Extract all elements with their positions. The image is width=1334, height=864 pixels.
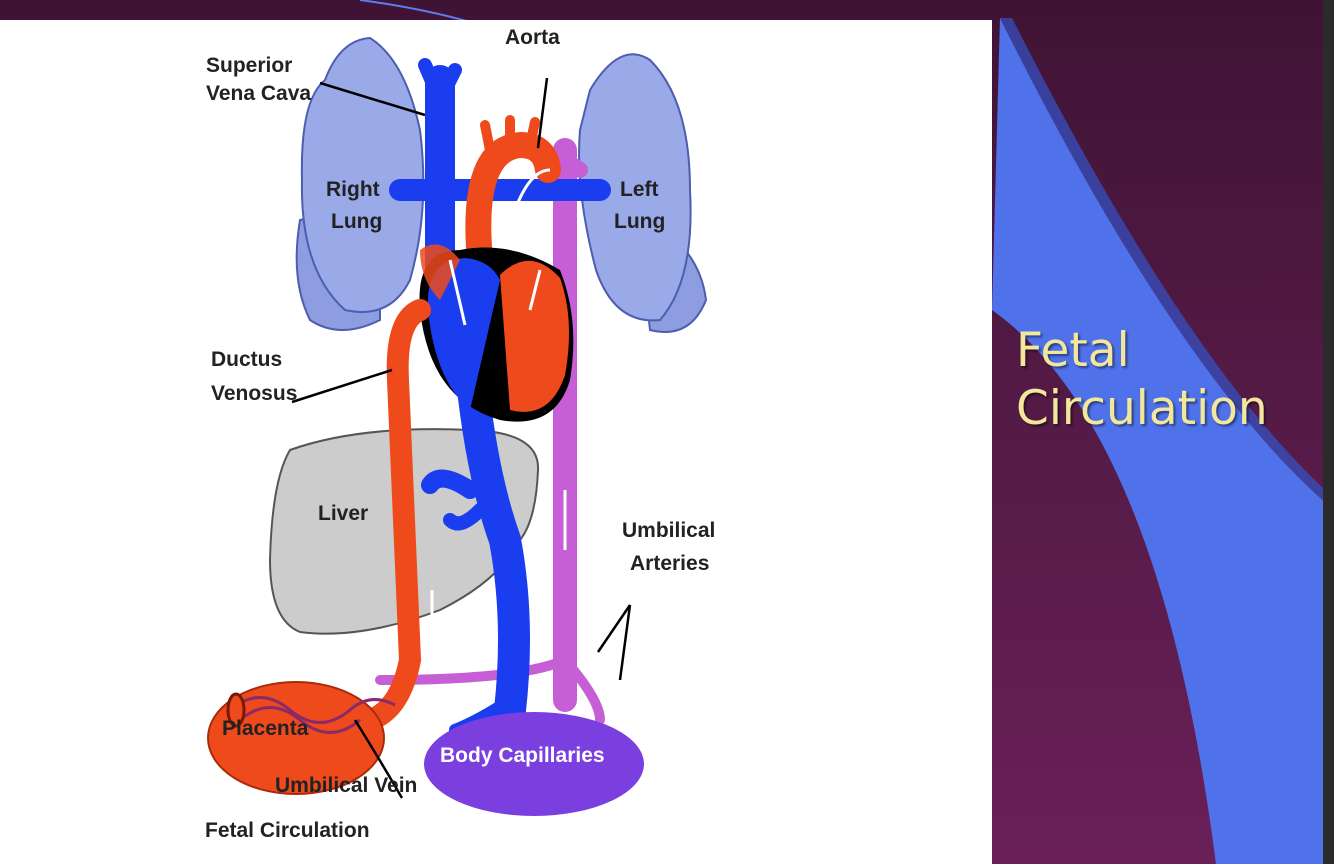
label-liver: Liver [318,502,368,525]
label-umbilical-arteries-2: Arteries [630,552,709,575]
slide-title-line-1: Fetal [1016,323,1130,378]
label-right-lung-2: Lung [331,210,382,233]
diagram-caption: Fetal Circulation [205,819,370,842]
label-body-capillaries: Body Capillaries [440,744,605,767]
leader-lines [291,77,632,799]
left-lung [578,53,708,333]
slide-title: Fetal Circulation [1016,322,1326,438]
flow-arrows [429,168,567,618]
label-left-lung-2: Lung [614,210,665,233]
label-umbilical-arteries-1: Umbilical [622,519,715,542]
label-left-lung-1: Left [620,178,659,201]
label-ductus-venosus-2: Venosus [211,382,297,405]
label-placenta: Placenta [222,717,309,740]
aorta [465,115,561,273]
placenta [207,681,385,795]
body-capillaries [424,712,644,816]
label-superior-vena-cava-2: Vena Cava [206,82,311,105]
label-aorta: Aorta [505,26,560,49]
label-umbilical-vein: Umbilical Vein [275,774,417,797]
umbilical-cord [226,692,396,734]
label-right-lung-1: Right [326,178,380,201]
label-ductus-venosus-1: Ductus [211,348,282,371]
slide-title-line-2: Circulation [1016,381,1268,436]
label-superior-vena-cava-1: Superior [206,54,292,77]
fetal-circulation-diagram: Superior Vena Cava Aorta Right Lung Left… [0,20,992,864]
window-edge [1323,0,1334,864]
